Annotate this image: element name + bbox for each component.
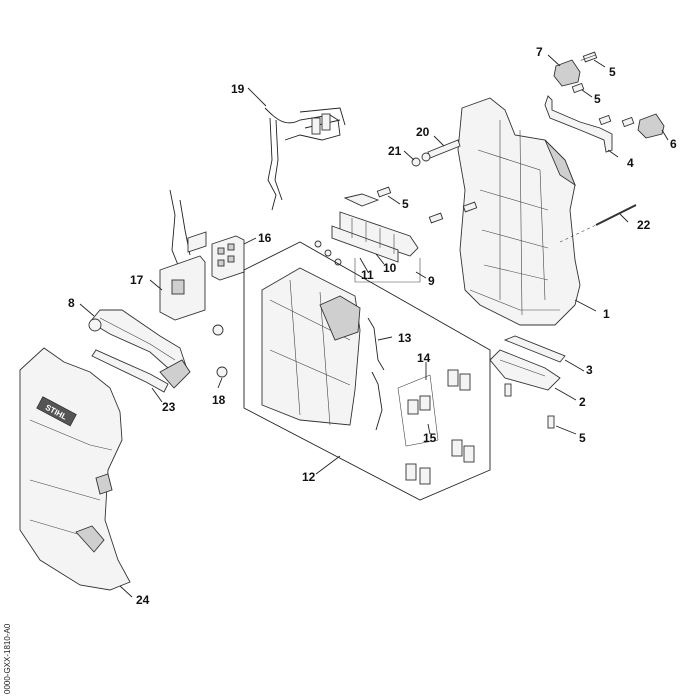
callout-5d: 5 (579, 431, 586, 445)
part-10-terminal-block (331, 193, 419, 263)
callout-18: 18 (212, 393, 226, 407)
part-17-module (159, 189, 207, 321)
callout-2: 2 (579, 395, 586, 409)
part-19-wire-harness (264, 107, 346, 211)
part-6-pad (637, 113, 665, 139)
callout-22: 22 (637, 218, 651, 232)
callout-16: 16 (258, 231, 272, 245)
callout-12: 12 (302, 470, 316, 484)
part-3-bar (503, 335, 566, 363)
callout-20: 20 (416, 125, 430, 139)
callout-5a: 5 (609, 65, 616, 79)
callout-6: 6 (670, 137, 677, 151)
callout-19: 19 (231, 82, 245, 96)
callout-5b: 5 (594, 92, 601, 106)
callouts: 1 2 3 4 5 5 5 5 6 7 8 9 10 11 12 13 14 1… (68, 45, 677, 607)
part-24-cover: STIHL (19, 347, 131, 591)
part-18-grommets (212, 324, 228, 378)
callout-15: 15 (423, 431, 437, 445)
callout-3: 3 (586, 363, 593, 377)
callout-17: 17 (130, 273, 144, 287)
part-7-pad (553, 59, 581, 87)
part-4-bracket (544, 95, 613, 153)
callout-10: 10 (383, 261, 397, 275)
leader-lines (79, 54, 669, 598)
part-20-pin (421, 139, 461, 162)
part-1-frame (457, 97, 581, 326)
callout-11: 11 (361, 268, 374, 282)
reference-code: 0000-GXX-1810-A0 (3, 623, 12, 694)
callout-5c: 5 (402, 197, 409, 211)
callout-4: 4 (627, 156, 634, 170)
callout-9: 9 (428, 274, 435, 288)
part-14-contact-group (397, 369, 475, 485)
part-23-bar (91, 349, 191, 393)
callout-21: 21 (388, 144, 402, 158)
callout-1: 1 (603, 307, 610, 321)
callout-14: 14 (417, 351, 431, 365)
part-13-springs (367, 317, 385, 431)
callout-24: 24 (136, 593, 150, 607)
callout-8: 8 (68, 296, 75, 310)
part-16-connector (211, 235, 245, 281)
callout-13: 13 (398, 331, 412, 345)
part-22-rod (559, 204, 637, 243)
part-9-group-bracket (354, 258, 421, 283)
part-8-handle (88, 309, 187, 379)
part-5-screws (376, 51, 635, 429)
part-2-bracket (489, 349, 561, 391)
part-11-screws (314, 240, 342, 266)
part-12-housing-group (243, 241, 491, 501)
callout-23: 23 (162, 400, 176, 414)
callout-7: 7 (536, 45, 543, 59)
